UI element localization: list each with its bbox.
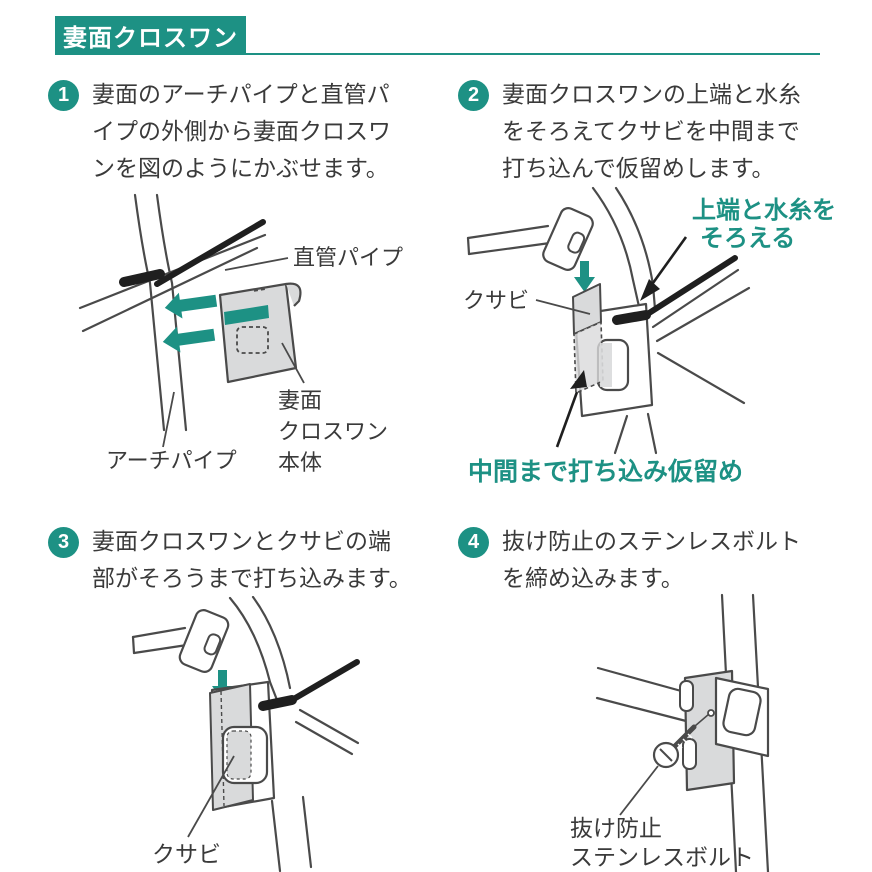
pipe-collar — [258, 695, 297, 711]
crossone-body — [218, 282, 302, 384]
step-3-text-line: 部がそろうまで打ち込みます。 — [92, 565, 412, 591]
straight-pipe — [294, 708, 360, 756]
body-label: 本体 — [278, 450, 322, 475]
step-2-illustration: 上端と水糸を そろえる クサビ 中間まで打ち込み仮留め — [463, 186, 836, 486]
step-1-text-line: ンを図のようにかぶせます。 — [92, 155, 389, 181]
step-4-text-line: 抜け防止のステンレスボルト — [502, 528, 801, 554]
hammer-icon — [466, 207, 594, 271]
step-3-text: 妻面クロスワンとクサビの端 部がそろうまで打ち込みます。 — [92, 523, 412, 597]
body-label: クロスワン — [278, 419, 388, 444]
step-1-text-line: イプの外側から妻面クロスワ — [92, 118, 391, 144]
pipe-collar — [119, 269, 165, 287]
align-note-label: 上端と水糸を — [692, 197, 836, 224]
bolt-icon — [652, 709, 715, 769]
water-string-line — [154, 219, 266, 287]
teal-band — [224, 305, 269, 325]
align-arrow — [640, 236, 688, 301]
step-3-number: 3 — [48, 527, 79, 558]
step-4-illustration: 抜け防止 ステンレスボルト — [570, 593, 770, 872]
arch-pipe-label: アーチパイプ — [106, 448, 237, 473]
leader-body — [281, 342, 305, 384]
crossone-body — [679, 669, 770, 792]
align-note-label: そろえる — [700, 225, 795, 252]
step-3-text-line: 妻面クロスワンとクサビの端 — [92, 528, 391, 554]
step-2-text-line: をそろえてクサビを中間まで — [502, 118, 800, 144]
wedge-through-cutout — [226, 730, 252, 780]
straight-pipe — [651, 268, 751, 405]
leader-wedge — [187, 755, 235, 838]
step-1-illustration: 直管パイプ 妻面 クロスワン 本体 アーチパイプ — [78, 193, 403, 475]
section-title-badge: 妻面クロスワン — [55, 16, 246, 55]
step-2-text: 妻面クロスワンの上端と水糸 をそろえてクサビを中間まで 打ち込んで仮留めします。 — [502, 76, 801, 187]
drive-down-arrow-icon — [574, 261, 595, 292]
leader-bolt — [619, 765, 659, 816]
arch-pipe — [228, 596, 313, 872]
step-2-text-line: 打ち込んで仮留めします。 — [502, 155, 775, 181]
leader-arch-pipe — [162, 391, 175, 448]
insert-arrow-icon — [162, 292, 218, 353]
bolt-label: ステンレスボルト — [570, 844, 754, 870]
arch-pipe — [591, 186, 658, 455]
step-4-text: 抜け防止のステンレスボルト を締め込みます。 — [502, 523, 801, 597]
wedge-label: クサビ — [463, 288, 529, 313]
step-3-illustration: クサビ — [131, 596, 360, 872]
wedge — [572, 283, 612, 394]
water-string-line — [289, 659, 360, 703]
water-string-line — [643, 255, 738, 318]
step-1-number: 1 — [48, 80, 79, 111]
leader-straight-pipe — [224, 257, 289, 271]
step-4-number: 4 — [458, 527, 489, 558]
bolt-label: 抜け防止 — [570, 815, 662, 841]
drive-arrow — [555, 370, 587, 448]
straight-pipe-label: 直管パイプ — [293, 245, 403, 270]
step-2-number: 2 — [458, 80, 489, 111]
body-label: 妻面 — [278, 388, 322, 413]
wedge-label: クサビ — [152, 841, 221, 867]
drive-note-label: 中間まで打ち込み仮留め — [468, 458, 743, 486]
step-4-text-line: を締め込みます。 — [502, 565, 684, 591]
step-1-text: 妻面のアーチパイプと直管パ イプの外側から妻面クロスワ ンを図のようにかぶせます… — [92, 76, 391, 187]
step-2-text-line: 妻面クロスワンの上端と水糸 — [502, 81, 801, 107]
leader-wedge — [535, 299, 591, 315]
step-1-text-line: 妻面のアーチパイプと直管パ — [92, 81, 390, 107]
hammer-icon — [131, 609, 230, 673]
handle-cutout — [722, 687, 762, 737]
pipe-collar — [612, 310, 651, 325]
header-rule — [55, 53, 820, 55]
